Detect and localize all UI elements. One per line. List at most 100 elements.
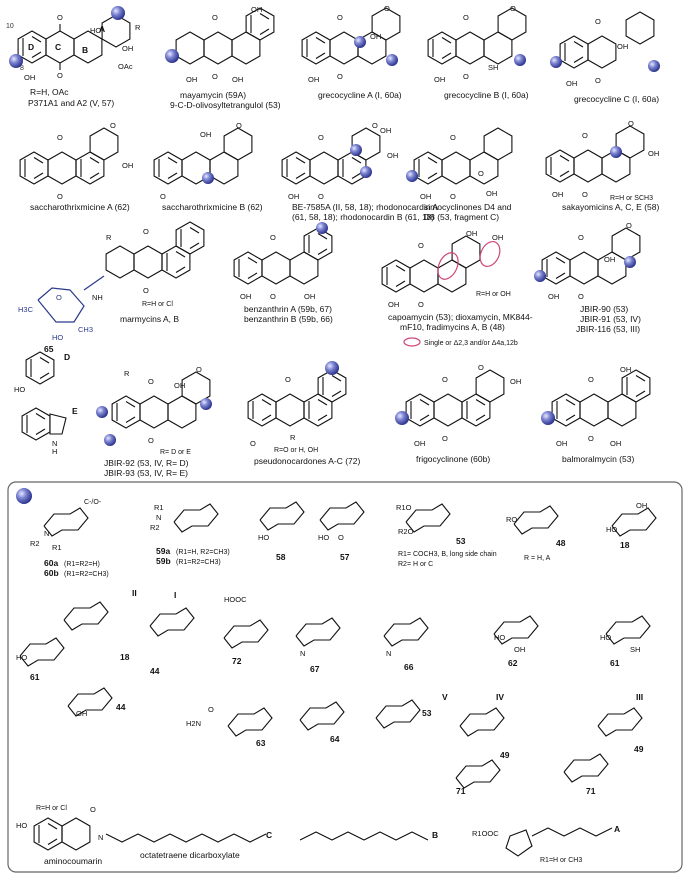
glycosylation-sphere [395, 411, 409, 425]
svg-text:44: 44 [150, 666, 160, 676]
svg-text:O: O [588, 375, 594, 384]
substituent-e: NH E [21, 406, 78, 456]
svg-text:O: O [626, 221, 632, 230]
svg-text:53: 53 [456, 536, 466, 546]
compound-grecocycline-c: OO OH OH grecocycline C (I, 60a) [550, 11, 660, 104]
compound-caption: saccharothrixmicine A (62) [30, 202, 130, 212]
svg-text:O: O [463, 72, 469, 81]
svg-text:18: 18 [120, 652, 130, 662]
svg-text:O: O [582, 190, 588, 199]
glycosylation-sphere [350, 144, 362, 156]
compound-caption: saccharothrixmicine B (62) [162, 202, 263, 212]
svg-text:OH: OH [240, 292, 251, 301]
svg-text:H3C: H3C [18, 305, 34, 314]
chain-v: H2N O 63 64 53 V [186, 692, 448, 748]
compound-caption: sakayomicins A, C, E (58) [562, 202, 659, 212]
svg-text:R1: R1 [52, 543, 62, 552]
glycosylation-sphere [316, 222, 328, 234]
svg-text:OH: OH [380, 126, 391, 135]
svg-text:R: R [290, 433, 296, 442]
svg-text:OH: OH [200, 130, 211, 139]
svg-text:N: N [386, 649, 391, 658]
svg-text:O: O [442, 434, 448, 443]
svg-text:OH: OH [186, 75, 197, 84]
compound-pseudonocardone: O R O R=O or H, OH pseudonocardones A-C … [247, 361, 360, 466]
glycosylation-sphere [360, 166, 372, 178]
compound-grecocycline-b: OO O SH OH grecocycline B (I, 60a) [427, 4, 529, 100]
svg-text:R2: R2 [30, 539, 40, 548]
svg-text:O: O [212, 13, 218, 22]
svg-text:R=H or SCH3: R=H or SCH3 [610, 195, 653, 202]
glycosylation-sphere [406, 170, 418, 182]
svg-text:E: E [72, 406, 78, 416]
svg-text:O: O [588, 434, 594, 443]
svg-text:O: O [337, 13, 343, 22]
glycosylation-sphere [354, 36, 366, 48]
svg-text:R=H or OH: R=H or OH [476, 291, 511, 298]
svg-text:HO: HO [52, 333, 63, 342]
svg-text:O: O [285, 375, 291, 384]
svg-text:HO: HO [90, 26, 101, 35]
svg-text:R: R [135, 23, 141, 32]
svg-text:OH: OH [370, 32, 381, 41]
sugar-66: N 66 [383, 617, 429, 672]
svg-text:R2: R2 [150, 523, 160, 532]
sugar-48: RO 48 R = H, A [506, 505, 566, 562]
svg-text:64: 64 [330, 734, 340, 744]
svg-text:CH3: CH3 [78, 325, 93, 334]
glycosylation-sphere [96, 406, 108, 418]
svg-text:10: 10 [6, 23, 14, 30]
svg-text:57: 57 [340, 552, 350, 562]
svg-text:62: 62 [508, 658, 518, 668]
svg-text:59b: 59b [156, 556, 171, 566]
highlight-legend-marker [403, 337, 421, 347]
sugar-72: HOOC 72 [223, 595, 269, 666]
sugar-legend-box [7, 481, 683, 873]
svg-text:A: A [99, 24, 105, 34]
svg-text:III: III [636, 692, 643, 702]
svg-text:OH: OH [76, 709, 87, 718]
svg-text:N: N [156, 513, 161, 522]
svg-text:OAc: OAc [118, 62, 133, 71]
svg-text:SH: SH [630, 645, 640, 654]
sugar-i-44: I 44 [149, 590, 195, 676]
svg-text:O: O [236, 121, 242, 130]
svg-text:71: 71 [586, 786, 596, 796]
glycosylation-sphere [541, 411, 555, 425]
fragment-caption: octatetraene dicarboxylate [140, 850, 240, 860]
svg-text:R: R [124, 369, 130, 378]
svg-text:60b: 60b [44, 568, 59, 578]
compound-caption: grecocycline A (I, 60a) [318, 90, 402, 100]
compound-caption: frigocyclinone (60b) [416, 454, 490, 464]
svg-text:O: O [582, 131, 588, 140]
compound-caption: mF10, fradimycins A, B (48) [400, 322, 505, 332]
svg-text:R1=H or CH3: R1=H or CH3 [540, 857, 582, 864]
glycosylation-sphere [165, 49, 179, 63]
svg-text:O: O [250, 439, 256, 448]
svg-text:O: O [510, 4, 516, 13]
svg-text:OH: OH [548, 292, 559, 301]
glycosylation-sphere [610, 146, 622, 158]
svg-text:R2O: R2O [398, 527, 414, 536]
fragment-b: B [299, 830, 438, 841]
svg-text:R1OOC: R1OOC [472, 829, 499, 838]
svg-text:N: N [300, 649, 305, 658]
glycosylation-sphere [200, 398, 212, 410]
svg-text:OH: OH [492, 233, 503, 242]
svg-text:OH: OH [24, 73, 35, 82]
svg-text:HO: HO [606, 525, 617, 534]
compound-caption: grecocycline B (I, 60a) [444, 90, 529, 100]
svg-text:OH: OH [466, 229, 477, 238]
svg-text:OH: OH [566, 79, 577, 88]
svg-text:C-/O-: C-/O- [84, 499, 102, 506]
svg-text:RO: RO [506, 515, 517, 524]
svg-text:HO: HO [494, 633, 505, 642]
glycosylation-sphere [9, 54, 23, 68]
svg-text:O: O [578, 292, 584, 301]
compound-caption: simocyclinones D4 and [424, 202, 512, 212]
fragment-caption: aminocoumarin [44, 856, 102, 866]
svg-text:OH: OH [620, 365, 631, 374]
